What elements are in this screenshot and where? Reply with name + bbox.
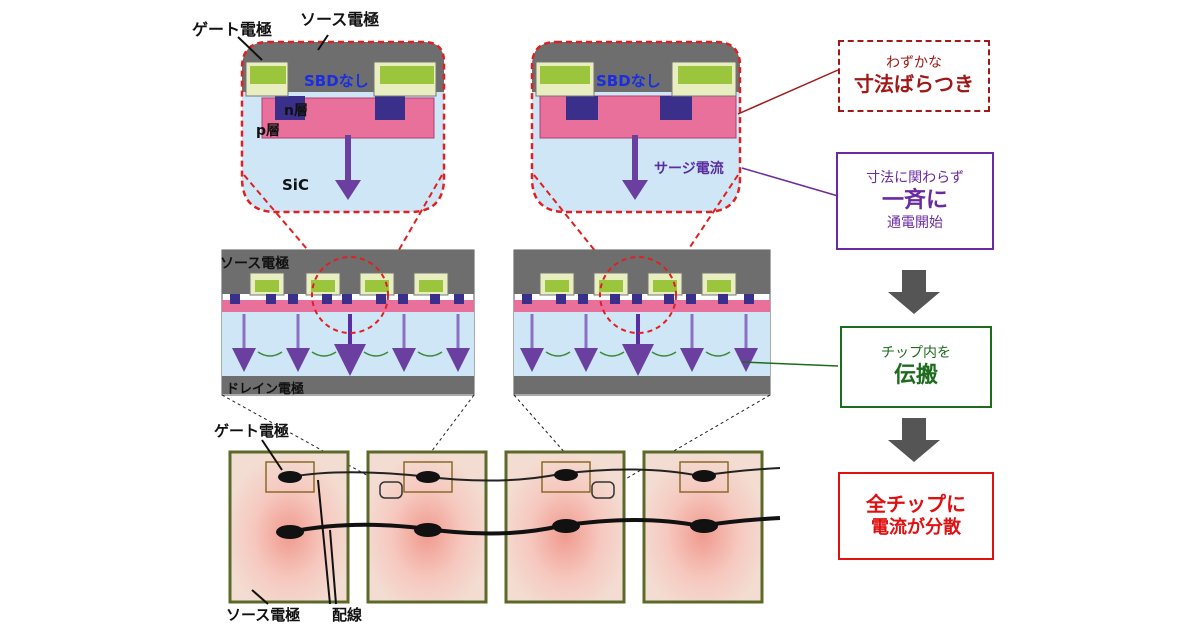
connector-box3 [741, 361, 839, 367]
flow-box-current-distribution: 全チップに 電流が分散 [838, 472, 994, 560]
chip-row [228, 450, 781, 604]
connector-box2 [741, 167, 839, 197]
n-layer-label: n層 [284, 103, 308, 119]
source-electrode-label-bottom: ソース電極 [226, 606, 301, 624]
flow-box1-line2: 寸法ばらつき [854, 72, 974, 97]
n-regions-right [522, 294, 754, 304]
gate-row-left [249, 272, 449, 296]
zoom-bubble-left [240, 40, 446, 214]
sbd-none-label-right: SBDなし [596, 72, 661, 90]
zoom-bubble-right [530, 40, 742, 214]
gate-electrode-label-top: ゲート電極 [192, 20, 273, 39]
connector-box1 [737, 69, 839, 115]
flow-box4-line1: 全チップに [866, 492, 966, 517]
zoom-connectors [243, 174, 739, 263]
cross-section-left [221, 249, 475, 396]
flow-box3-line2: 伝搬 [893, 363, 938, 388]
down-arrow-1 [888, 270, 940, 314]
label-pointers [237, 34, 337, 605]
zoom-marker-2 [591, 481, 615, 499]
drain-electrode-label: ドレイン電極 [226, 382, 305, 397]
flow-box4-line2: 電流が分散 [871, 517, 961, 539]
flow-box2-line3: 通電開始 [887, 214, 943, 231]
current-arrows-right [520, 314, 758, 376]
flow-box3-line1: チップ内を [881, 344, 951, 361]
flow-box-dimension-variation: わずかな 寸法ばらつき [838, 40, 990, 112]
flow-arrows [888, 270, 940, 462]
flow-box1-line1: わずかな [886, 54, 942, 71]
spread-arrows-right [545, 351, 731, 357]
flow-box-simultaneous-conduction: 寸法に関わらず 一斉に 通電開始 [836, 152, 994, 250]
p-layer-label: p層 [256, 123, 281, 139]
flow-box-propagation: チップ内を 伝搬 [840, 326, 992, 408]
source-electrode-label-mid: ソース電極 [220, 256, 290, 272]
gate-row-right [539, 272, 737, 296]
down-arrow-2 [888, 418, 940, 462]
source-electrode-label-top: ソース電極 [300, 10, 380, 29]
bond-pads [276, 469, 718, 539]
flow-box2-line2: 一斉に [881, 188, 948, 214]
n-regions-left [230, 294, 464, 304]
surge-current-label: サージ電流 [654, 161, 724, 177]
wiring-label: 配線 [332, 606, 363, 624]
zoom-marker-1 [379, 481, 403, 499]
current-arrows-left [232, 314, 470, 376]
spread-arrows-left [257, 351, 443, 357]
sic-label: SiC [282, 176, 309, 194]
cross-section-right [513, 249, 771, 396]
gate-electrode-label-bottom: ゲート電極 [214, 422, 290, 440]
flow-box2-line1: 寸法に関わらず [866, 169, 964, 186]
sbd-none-label-left: SBDなし [304, 72, 369, 90]
